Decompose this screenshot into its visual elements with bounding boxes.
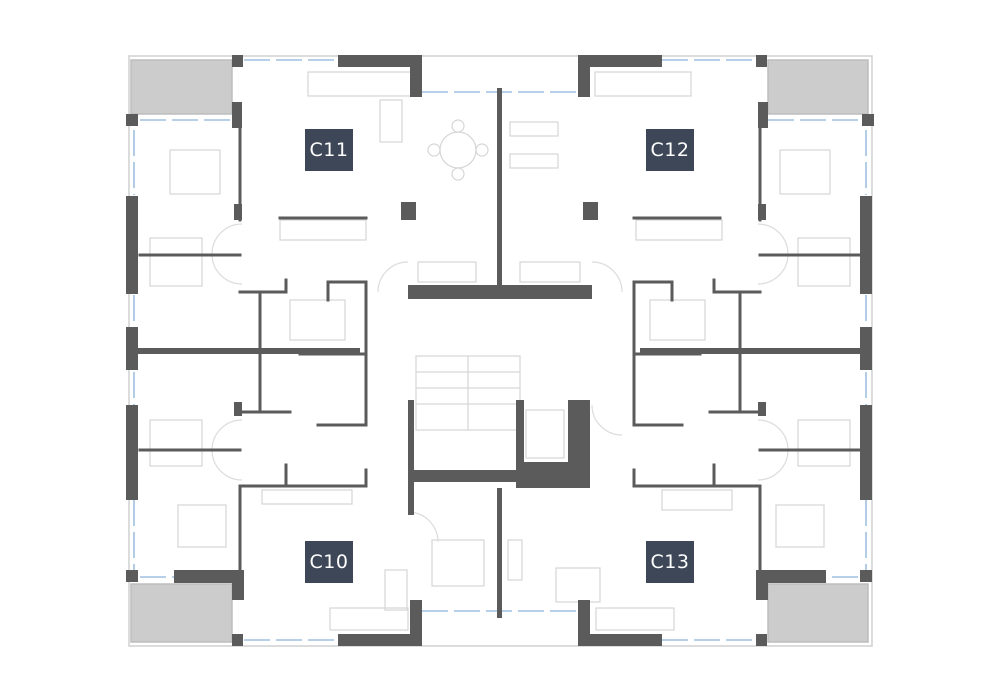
unit-badge-c12[interactable]: C12: [646, 129, 694, 171]
furniture: [149, 71, 851, 631]
balcony-bottom-right: [767, 583, 869, 643]
interior-walls: [138, 126, 862, 572]
balcony-top-left: [130, 59, 233, 115]
unit-badge-c11[interactable]: C11: [305, 129, 353, 171]
balcony-top-right: [767, 59, 869, 115]
unit-badge-c13[interactable]: C13: [646, 541, 694, 583]
walls: [126, 55, 874, 646]
unit-badge-c10[interactable]: C10: [305, 541, 353, 583]
balcony-bottom-left: [130, 583, 233, 643]
corner-balconies: [130, 59, 869, 643]
